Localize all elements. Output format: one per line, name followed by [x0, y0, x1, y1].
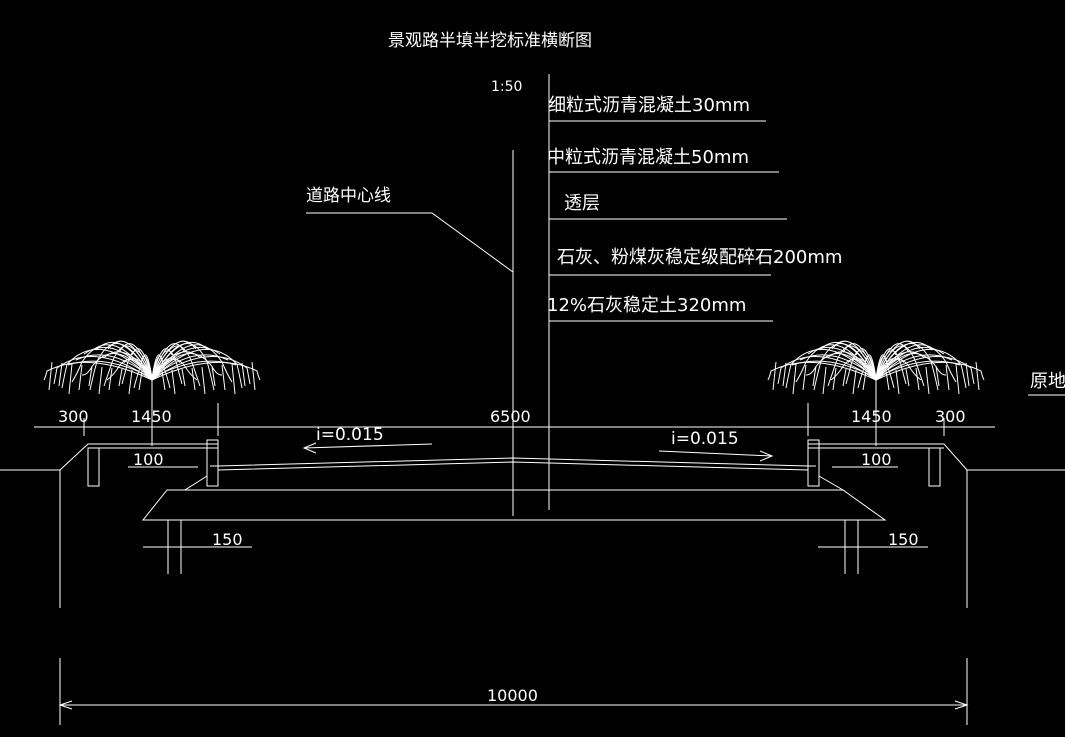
original-ground-label: 原地面	[1030, 371, 1065, 392]
dim-total-10000: 10000	[487, 686, 538, 705]
layer-3-label: 透层	[564, 193, 600, 214]
base-course-upper	[183, 475, 845, 491]
dim-right-100: 100	[861, 450, 892, 469]
layer-1-label: 细粒式沥青混凝土30mm	[548, 95, 750, 116]
slope-right-label: i=0.015	[671, 429, 739, 449]
base-course-lower	[141, 489, 887, 521]
dim-left-100: 100	[133, 450, 164, 469]
dim-right-300: 300	[935, 407, 966, 426]
slope-right-arrow	[658, 450, 774, 462]
dim-left-300: 300	[58, 407, 89, 426]
left-ground-line	[0, 443, 218, 471]
layer-4-label: 石灰、粉煤灰稳定级配碎石200mm	[557, 247, 842, 268]
left-outer-curb	[87, 447, 100, 487]
total-dim-arrow-right	[954, 700, 969, 710]
drawing-title: 景观路半填半挖标准横断图	[388, 31, 592, 51]
right-inner-curb	[807, 439, 820, 487]
total-dim-arrow-left	[58, 700, 73, 710]
layer-5-label: 12%石灰稳定土320mm	[547, 295, 746, 316]
pavement-surface	[217, 457, 809, 467]
slope-left-label: i=0.015	[316, 425, 384, 445]
centerline-leader	[306, 212, 514, 273]
centerline-label: 道路中心线	[306, 186, 391, 206]
dim-center-6500: 6500	[490, 407, 531, 426]
dim-left-150: 150	[212, 530, 243, 549]
slope-left-arrow	[302, 442, 433, 454]
right-tree-symbol	[767, 340, 985, 446]
right-outer-curb	[928, 447, 941, 487]
left-tree-symbol	[43, 340, 261, 446]
dim-right-150: 150	[888, 530, 919, 549]
layer-2-label: 中粒式沥青混凝土50mm	[547, 147, 749, 168]
pavement-layer-line	[217, 461, 809, 471]
dim-right-1450: 1450	[851, 407, 892, 426]
left-inner-curb	[206, 439, 219, 487]
dim-left-1450: 1450	[131, 407, 172, 426]
scale-label: 1:50	[491, 79, 522, 95]
